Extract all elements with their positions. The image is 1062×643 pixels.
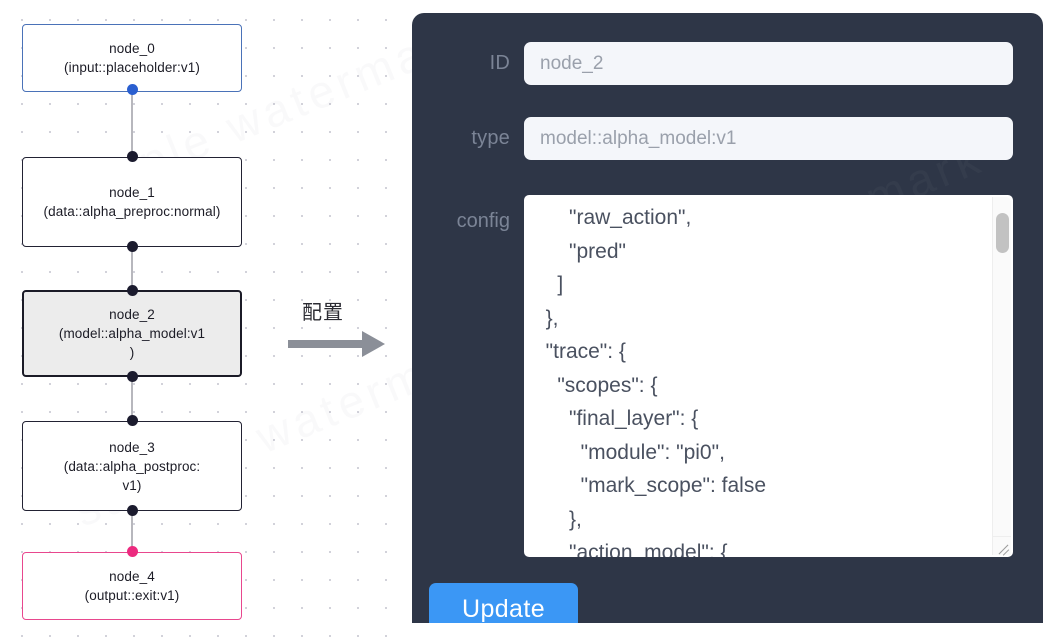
type-input[interactable]	[524, 117, 1013, 160]
graph-node-label: node_0 (input::placeholder:v1)	[64, 41, 200, 75]
field-row-id: ID	[412, 42, 1043, 85]
edge-node1-node2	[131, 246, 133, 296]
edge-node2-node3	[131, 372, 133, 420]
graph-node-node_3[interactable]: node_3 (data::alpha_postproc: v1)	[22, 421, 242, 511]
port-node_2-out[interactable]	[126, 371, 138, 382]
graph-node-label: node_3 (data::alpha_postproc: v1)	[63, 439, 201, 493]
port-node_0-out[interactable]	[126, 84, 138, 95]
graph-node-node_2[interactable]: node_2 (model::alpha_model:v1 )	[22, 290, 242, 377]
node-config-panel: sample watermark ID type config "raw_act…	[412, 13, 1043, 623]
config-resize-grip[interactable]	[992, 536, 1011, 555]
config-textarea[interactable]: "raw_action", "pred" ] }, "trace": { "sc…	[524, 195, 1013, 557]
id-input[interactable]	[524, 42, 1013, 85]
graph-canvas[interactable]: sample watermark sample watermark node_0…	[0, 0, 412, 643]
type-field-label: type	[471, 127, 510, 149]
port-node_4-in[interactable]	[126, 546, 138, 557]
config-scrollbar[interactable]	[992, 197, 1011, 537]
port-node_3-in[interactable]	[126, 415, 138, 426]
graph-node-label: node_1 (data::alpha_preproc:normal)	[43, 185, 221, 219]
arrow-right-icon	[288, 331, 385, 357]
graph-node-node_4[interactable]: node_4 (output::exit:v1)	[22, 552, 242, 620]
edge-node0-node1	[131, 88, 133, 160]
graph-node-node_1[interactable]: node_1 (data::alpha_preproc:normal)	[22, 157, 242, 247]
field-row-config: config "raw_action", "pred" ] }, "trace"…	[412, 195, 1043, 557]
graph-node-label: node_4 (output::exit:v1)	[84, 569, 180, 603]
update-button[interactable]: Update	[429, 583, 578, 623]
edge-node3-node4	[131, 510, 133, 552]
config-field-label: config	[456, 210, 510, 232]
graph-node-label: node_2 (model::alpha_model:v1 )	[58, 307, 206, 360]
port-node_3-out[interactable]	[126, 505, 138, 516]
field-row-type: type	[412, 117, 1043, 160]
config-scrollbar-thumb[interactable]	[996, 213, 1009, 253]
graph-node-node_0[interactable]: node_0 (input::placeholder:v1)	[22, 24, 242, 92]
port-node_2-in[interactable]	[126, 285, 138, 296]
port-node_1-in[interactable]	[126, 151, 138, 162]
configure-arrow-group: 配置	[288, 296, 398, 366]
id-field-label: ID	[489, 52, 510, 74]
configure-arrow-label: 配置	[302, 302, 344, 324]
port-node_1-out[interactable]	[126, 241, 138, 252]
config-textarea-wrap: "raw_action", "pred" ] }, "trace": { "sc…	[524, 195, 1013, 557]
